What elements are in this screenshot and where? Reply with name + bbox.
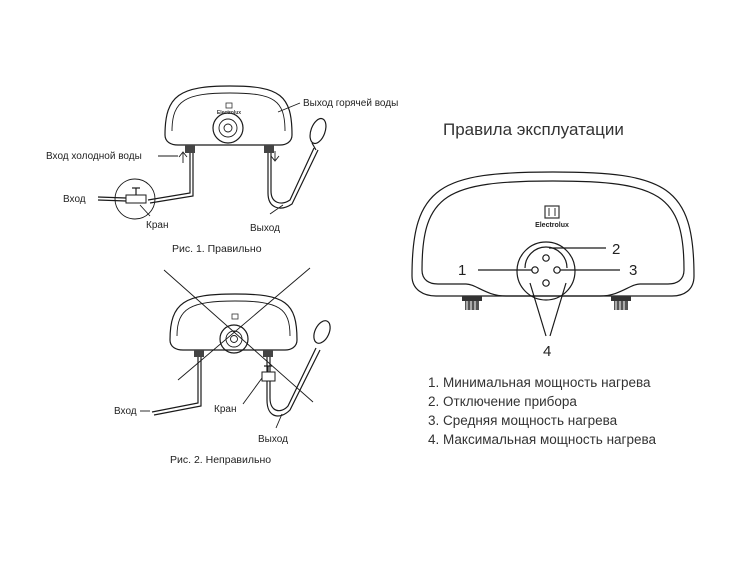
callout-3: 3 bbox=[629, 262, 637, 279]
fig2-valve bbox=[261, 371, 276, 382]
fig1-logo-mark bbox=[225, 102, 233, 109]
big-knob-dot-top bbox=[542, 254, 550, 262]
big-heater-body bbox=[411, 171, 695, 297]
big-left-fitting bbox=[462, 296, 482, 310]
callout-2: 2 bbox=[612, 241, 620, 258]
fig2-valve-label: Кран bbox=[214, 404, 236, 415]
big-heater-diagram: Electrolux 1 2 3 4 bbox=[411, 171, 695, 360]
figure-2-incorrect: Вход Кран Выход Рис. 2. Неправильно bbox=[114, 267, 331, 466]
legend-item-2: 2. Отключение прибора bbox=[428, 394, 577, 409]
legend-list: 1. Минимальная мощность нагрева 2. Отклю… bbox=[428, 375, 656, 447]
figure-1-correct: Electrolux Выход горячей воды Вход холод… bbox=[46, 85, 398, 255]
fig1-cold-fitting bbox=[185, 145, 195, 153]
big-control-knob bbox=[516, 241, 576, 301]
fig1-hot-hose bbox=[267, 149, 319, 209]
fig1-outlet-label: Выход bbox=[250, 223, 280, 234]
fig1-caption: Рис. 1. Правильно bbox=[172, 243, 262, 255]
fig2-outlet-label: Выход bbox=[258, 434, 288, 445]
big-knob-arc bbox=[524, 246, 568, 269]
callout-4-line-left bbox=[529, 282, 547, 337]
legend-item-1: 1. Минимальная мощность нагрева bbox=[428, 375, 651, 390]
fig1-cold-pipe bbox=[147, 153, 191, 201]
fig1-brand: Electrolux bbox=[217, 110, 241, 116]
fig1-cold-arrow bbox=[178, 151, 188, 163]
fig2-cross-line-1 bbox=[163, 269, 314, 403]
fig2-control-knob bbox=[219, 324, 249, 354]
big-heater-panel bbox=[421, 180, 685, 297]
fig1-valve bbox=[125, 194, 147, 204]
fig2-cold-fitting bbox=[194, 350, 204, 357]
fig1-cold-inlet-label: Вход холодной воды bbox=[46, 151, 142, 162]
big-logo-mark bbox=[544, 205, 560, 219]
big-knob-dot-left bbox=[531, 266, 539, 274]
big-brand: Electrolux bbox=[535, 222, 569, 229]
big-knob-dot-right bbox=[553, 266, 561, 274]
fig1-hot-arrow bbox=[270, 151, 280, 162]
fig1-shower-head bbox=[309, 117, 327, 145]
big-knob-dot-bottom bbox=[542, 279, 550, 287]
fig1-heater-inner bbox=[171, 92, 286, 132]
fig1-hot-fitting bbox=[264, 145, 274, 153]
callout-1: 1 bbox=[458, 262, 466, 279]
fig2-hot-hose bbox=[266, 349, 321, 417]
fig2-inlet-label: Вход bbox=[114, 406, 137, 417]
fig2-caption: Рис. 2. Неправильно bbox=[170, 454, 271, 466]
fig2-cross-line-2 bbox=[177, 267, 311, 381]
fig1-hot-outlet-label: Выход горячей воды bbox=[303, 98, 398, 109]
callout-4-line-right bbox=[549, 282, 567, 337]
fig2-shower-head bbox=[313, 320, 331, 344]
legend-item-3: 3. Средняя мощность нагрева bbox=[428, 413, 618, 428]
big-right-fitting bbox=[611, 296, 631, 310]
fig1-valve-circle bbox=[114, 178, 156, 220]
callout-4: 4 bbox=[543, 343, 551, 360]
fig2-heater-body bbox=[169, 293, 298, 351]
fig2-hot-fitting bbox=[263, 350, 273, 357]
fig1-valve-label: Кран bbox=[146, 220, 168, 231]
page-title: Правила эксплуатации bbox=[443, 120, 624, 139]
legend-item-4: 4. Максимальная мощность нагрева bbox=[428, 432, 656, 447]
fig2-inlet-pipe bbox=[151, 357, 199, 413]
fig1-control-knob bbox=[212, 112, 244, 144]
fig1-inlet-label: Вход bbox=[63, 194, 86, 205]
fig1-heater-body bbox=[164, 85, 293, 146]
